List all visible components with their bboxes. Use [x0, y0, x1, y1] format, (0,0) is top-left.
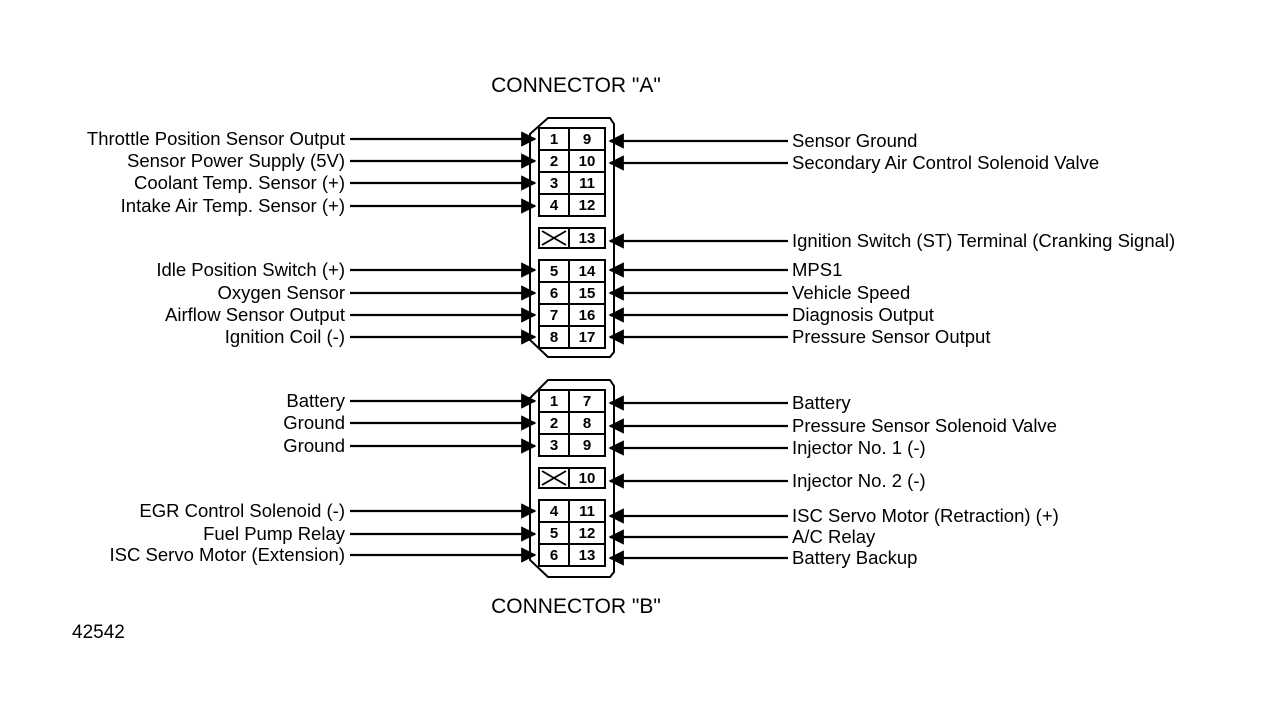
connector-b-left-label: ISC Servo Motor (Extension): [110, 544, 345, 565]
connector-b-pin-number: 10: [579, 470, 596, 487]
connector-b-pin-number: 9: [583, 437, 591, 454]
connector-a-pin-number: 13: [579, 230, 596, 247]
connector-a-pin-number: 4: [550, 197, 559, 214]
connector-a-pin-number: 2: [550, 153, 558, 170]
connector-b-pin-number: 2: [550, 415, 558, 432]
connector-a-left-label: Airflow Sensor Output: [165, 304, 345, 325]
connector-a-pin-number: 5: [550, 263, 558, 280]
connector-b-right-label: Battery Backup: [792, 547, 917, 568]
connector-a-left-label: Throttle Position Sensor Output: [87, 128, 345, 149]
connector-b-pin-number: 12: [579, 525, 596, 542]
connector-a-right-label: Secondary Air Control Solenoid Valve: [792, 152, 1099, 173]
connector-a-pin-number: 9: [583, 131, 591, 148]
connector-b-right-label: ISC Servo Motor (Retraction) (+): [792, 505, 1059, 526]
connector-a-right-label: MPS1: [792, 259, 842, 280]
connector-a-pin-number: 11: [579, 175, 595, 192]
connector-b-left-label: Ground: [283, 412, 345, 433]
pin-cell: [568, 325, 606, 349]
connector-b-title: CONNECTOR "B": [491, 595, 661, 618]
pin-cell: [568, 433, 606, 457]
blank-cavity-x: [541, 470, 567, 486]
connector-a-pin-number: 8: [550, 329, 558, 346]
connector-b-right-label: Battery: [792, 392, 851, 413]
connector-b-left-label: EGR Control Solenoid (-): [139, 500, 345, 521]
connector-b-left-label: Fuel Pump Relay: [203, 523, 346, 544]
connector-b-left-label: Ground: [283, 435, 345, 456]
connector-a-right-label: Vehicle Speed: [792, 282, 910, 303]
connector-a-left-label: Oxygen Sensor: [217, 282, 345, 303]
connector-a-title: CONNECTOR "A": [491, 74, 661, 97]
pin-cell: [568, 543, 606, 567]
blank-cavity-x: [541, 230, 567, 246]
connector-a-pin-number: 16: [579, 307, 596, 324]
pin-cell: [568, 193, 606, 217]
connector-a-right-label: Sensor Ground: [792, 130, 917, 151]
connector-b-right-label: Injector No. 1 (-): [792, 437, 926, 458]
connector-a-left-label: Intake Air Temp. Sensor (+): [121, 195, 345, 216]
connector-b-pin-number: 1: [550, 393, 558, 410]
connector-b-pin-number: 3: [550, 437, 558, 454]
connector-b-right-label: Injector No. 2 (-): [792, 470, 926, 491]
connector-a-pin-number: 12: [579, 197, 596, 214]
connector-a-right-label: Ignition Switch (ST) Terminal (Cranking …: [792, 230, 1175, 251]
connector-b-pin-number: 7: [583, 393, 591, 410]
connector-a-right-label: Pressure Sensor Output: [792, 326, 990, 347]
connector-a-left-label: Idle Position Switch (+): [156, 259, 345, 280]
connector-a-right-label: Diagnosis Output: [792, 304, 934, 325]
connector-a-left-label: Coolant Temp. Sensor (+): [134, 172, 345, 193]
connector-b-pin-number: 5: [550, 525, 558, 542]
connector-a-pin-number: 1: [550, 131, 558, 148]
connector-b-pin-number: 6: [550, 547, 558, 564]
connector-b-right-label: A/C Relay: [792, 526, 876, 547]
pin-cell: [568, 467, 606, 489]
connector-a-pin-number: 7: [550, 307, 558, 324]
connector-a-left-label: Ignition Coil (-): [225, 326, 345, 347]
connector-b-left-label: Battery: [286, 390, 345, 411]
connector-b-pin-number: 13: [579, 547, 596, 564]
connector-a-pin-number: 17: [579, 329, 596, 346]
connector-a-left-label: Sensor Power Supply (5V): [127, 150, 345, 171]
connector-a-pin-number: 15: [579, 285, 596, 302]
connector-a-pin-number: 6: [550, 285, 558, 302]
connector-b-pin-number: 8: [583, 415, 591, 432]
connector-b-right-label: Pressure Sensor Solenoid Valve: [792, 415, 1057, 436]
figure-number: 42542: [72, 622, 125, 643]
connector-a-pin-number: 14: [579, 263, 596, 280]
pin-cell: [568, 227, 606, 249]
connector-b-pin-number: 11: [579, 503, 595, 520]
connector-a-pin-number: 10: [579, 153, 596, 170]
connector-a-pin-number: 3: [550, 175, 558, 192]
connector-b-pin-number: 4: [550, 503, 559, 520]
